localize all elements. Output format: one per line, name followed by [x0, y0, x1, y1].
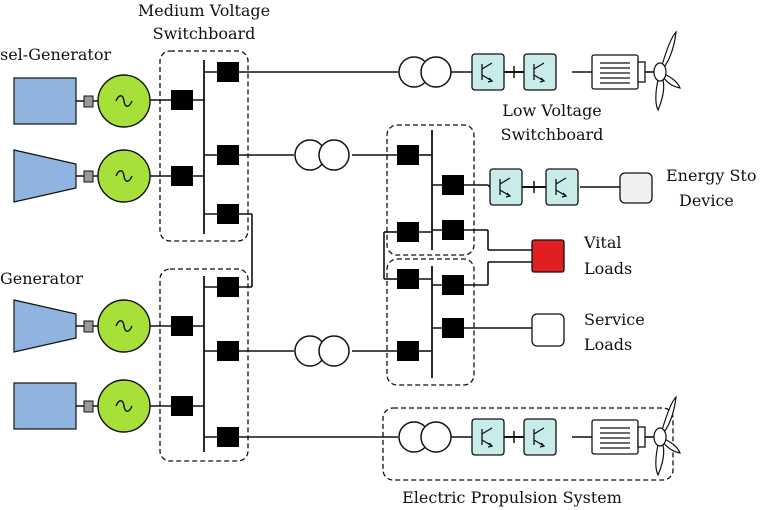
lv-switchboard-label-1: Low Voltage [502, 101, 602, 120]
diesel-generator-2 [13, 379, 151, 433]
energy-storage-device [619, 172, 653, 204]
engine-icon [13, 299, 77, 353]
transformer-icon [294, 335, 350, 367]
vital-loads-label-1: Vital [583, 233, 621, 252]
propeller-icon [653, 31, 681, 111]
energy-storage-label-1: Energy Sto [666, 166, 757, 185]
service-load [531, 313, 565, 347]
converter-icon [489, 168, 579, 206]
service-loads-label-2: Loads [584, 335, 632, 354]
breaker-icon [171, 62, 239, 447]
engine-icon [13, 382, 77, 430]
diesel-generator-label: sel-Generator [0, 45, 111, 64]
transformer-icon [294, 139, 350, 171]
vital-loads-label-2: Loads [584, 259, 632, 278]
transformer-icon [398, 56, 452, 88]
engine-icon [13, 77, 77, 125]
gas-generator-2 [13, 299, 151, 353]
gas-generator-1 [13, 149, 151, 203]
propulsion-label: Electric Propulsion System [402, 488, 622, 507]
converter-icon [471, 53, 557, 91]
service-loads-label-1: Service [584, 310, 645, 329]
motor-icon [591, 419, 646, 455]
mv-switchboard-label-1: Medium Voltage [138, 1, 270, 20]
lv-switchboard-top [386, 124, 475, 256]
diesel-generator-1 [13, 74, 151, 128]
lv-switchboard-label-2: Switchboard [501, 125, 604, 144]
mv-switchboard-bottom [159, 268, 249, 462]
mv-switchboard-top [159, 50, 249, 242]
converter-icon [471, 418, 557, 456]
mv-switchboard-label-2: Switchboard [153, 24, 256, 43]
engine-icon [13, 149, 77, 203]
generator-label: Generator [0, 269, 83, 288]
lv-switchboard-bottom [386, 258, 475, 386]
vital-load [531, 239, 565, 273]
energy-storage-label-2: Device [679, 191, 734, 210]
transformer-icon [398, 421, 452, 453]
propulsion-box [382, 407, 674, 481]
motor-icon [591, 54, 646, 90]
breaker-icon [397, 145, 464, 361]
